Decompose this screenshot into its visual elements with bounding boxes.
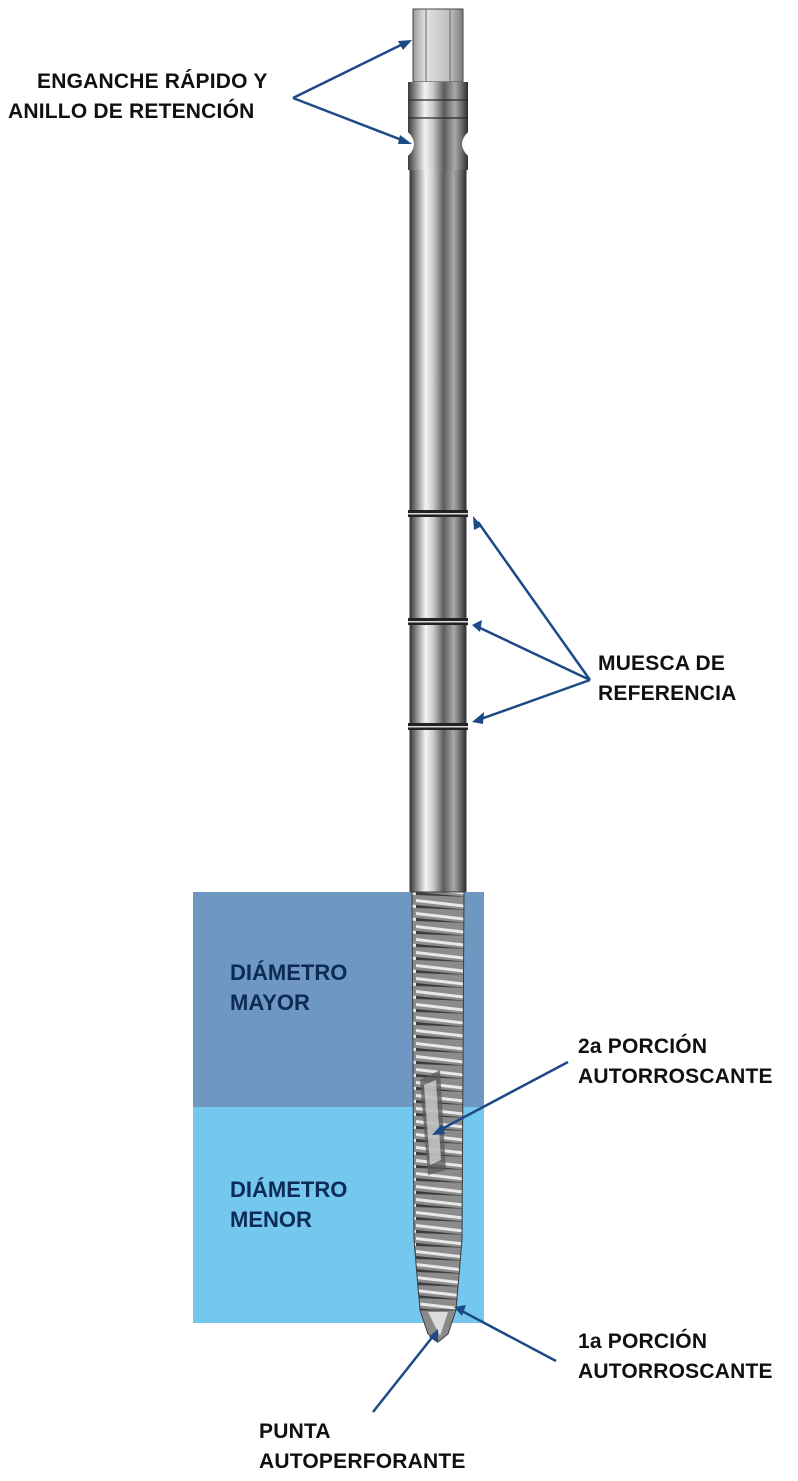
label-quick-connect-line2: ANILLO DE RETENCIÓN (8, 100, 255, 123)
label-reference-notch-line2: REFERENCIA (598, 682, 737, 705)
label-self-drilling-tip-line2: AUTOPERFORANTE (259, 1450, 466, 1473)
label-second-self-tapping: 2a PORCIÓN AUTORROSCANTE (578, 1032, 773, 1092)
arrow-quick-connect-1 (292, 40, 408, 100)
arrow-self-drilling-tip (372, 1334, 435, 1413)
label-reference-notch-line1: MUESCA DE (598, 652, 726, 675)
label-self-drilling-tip-line1: PUNTA (259, 1420, 331, 1443)
label-major-diameter-line1: DIÁMETRO (230, 960, 348, 985)
hex-shank (412, 8, 464, 83)
label-reference-notch: MUESCA DE REFERENCIA (598, 649, 737, 709)
label-first-self-tapping-line1: 1a PORCIÓN (578, 1330, 708, 1353)
label-minor-diameter-line2: MENOR (230, 1207, 312, 1232)
arrow-notch-2 (477, 625, 591, 682)
arrow-notch-1 (476, 521, 592, 681)
arrow-second-self-tapping (437, 1060, 569, 1133)
label-first-self-tapping-line2: AUTORROSCANTE (578, 1360, 773, 1383)
label-major-diameter: DIÁMETRO MAYOR (230, 958, 347, 1018)
arrow-heads (398, 40, 484, 1343)
label-self-drilling-tip: PUNTA AUTOPERFORANTE (259, 1417, 466, 1477)
retention-ring (408, 82, 468, 170)
label-major-diameter-line2: MAYOR (230, 990, 310, 1015)
arrow-notch-3 (477, 678, 591, 722)
leader-arrows (292, 40, 592, 1413)
label-minor-diameter-line1: DIÁMETRO (230, 1177, 348, 1202)
drill-tip (419, 1309, 457, 1343)
label-quick-connect-line1: ENGANCHE RÁPIDO Y (37, 70, 268, 93)
threaded-section (411, 891, 465, 1311)
arrow-quick-connect-2 (292, 96, 408, 144)
arrow-first-self-tapping (459, 1308, 557, 1363)
label-second-self-tapping-line1: 2a PORCIÓN (578, 1035, 708, 1058)
label-minor-diameter: DIÁMETRO MENOR (230, 1175, 347, 1235)
label-quick-connect: ENGANCHE RÁPIDO Y ANILLO DE RETENCIÓN (8, 67, 268, 127)
reference-notches (408, 510, 468, 730)
label-second-self-tapping-line2: AUTORROSCANTE (578, 1065, 773, 1088)
shaft (409, 170, 467, 892)
label-first-self-tapping: 1a PORCIÓN AUTORROSCANTE (578, 1327, 773, 1387)
